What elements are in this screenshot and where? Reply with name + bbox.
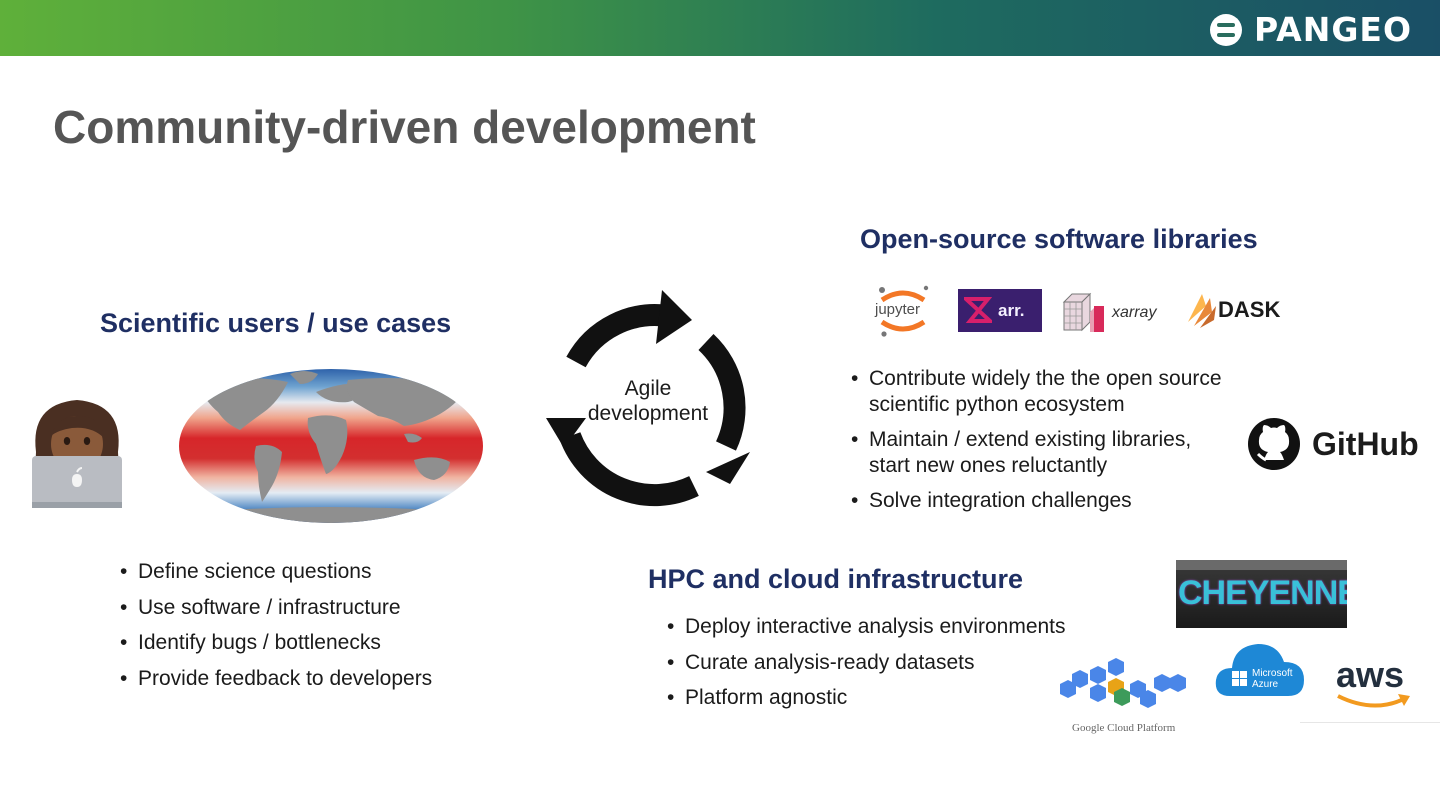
agile-label-line2: development (587, 402, 709, 425)
agile-cycle-arrows-icon (546, 290, 750, 507)
divider (1300, 722, 1440, 723)
infra-bullets: Deploy interactive analysis environments… (667, 609, 1066, 716)
ocean-temperature-map (179, 369, 483, 523)
brand-name: PANGEO (1254, 10, 1412, 49)
azure-text: Microsoft Azure (1252, 668, 1293, 690)
page-title: Community-driven development (53, 101, 756, 153)
azure-cloud-icon (1215, 644, 1304, 696)
xarray-logo: xarray (1060, 292, 1160, 334)
xarray-cubes-icon (1062, 292, 1104, 332)
list-item: Contribute widely the the open source sc… (851, 366, 1222, 418)
agile-label-line1: Agile (624, 377, 672, 400)
scientist-laptop-icon (32, 400, 122, 508)
azure-logo: Microsoft Azure (1214, 640, 1306, 700)
github-text: GitHub (1312, 426, 1419, 462)
aws-text: aws (1336, 654, 1405, 695)
list-item: Identify bugs / bottlenecks (120, 625, 432, 661)
list-item: Curate analysis-ready datasets (667, 645, 1066, 681)
dask-logo: DASK (1184, 290, 1284, 330)
aws-logo: aws (1330, 652, 1418, 718)
list-item-line: start new ones reluctantly (869, 454, 1108, 477)
users-heading: Scientific users / use cases (100, 308, 452, 338)
github-logo: GitHub (1246, 416, 1420, 474)
xarray-text: xarray (1112, 304, 1157, 321)
aws-smile-icon (1337, 694, 1410, 708)
github-octocat-icon (1248, 418, 1300, 470)
cheyenne-supercomputer-image: CHEYENNE (1176, 560, 1347, 628)
header-bar (0, 0, 1440, 56)
list-item-line: Maintain / extend existing libraries, (869, 428, 1192, 451)
zarr-z-icon (964, 297, 992, 323)
zarr-text: arr. (998, 301, 1025, 320)
libraries-heading: Open-source software libraries (860, 224, 1258, 254)
gcp-text: Google Cloud Platform (1072, 722, 1176, 734)
azure-text-line1: Microsoft (1252, 668, 1293, 679)
list-item: Use software / infrastructure (120, 590, 432, 626)
list-item: Provide feedback to developers (120, 661, 432, 697)
cheyenne-text: CHEYENNE (1178, 574, 1347, 612)
list-item: Solve integration challenges (851, 488, 1222, 514)
jupyter-logo: jupyter (870, 282, 936, 338)
gcp-hexagons-icon (1060, 658, 1186, 708)
cheyenne-top-band (1176, 560, 1347, 570)
list-item: Platform agnostic (667, 680, 1066, 716)
azure-text-line2: Azure (1252, 679, 1279, 690)
list-item: Maintain / extend existing libraries, st… (851, 427, 1222, 479)
infra-heading: HPC and cloud infrastructure (648, 564, 1024, 594)
list-item-line: Solve integration challenges (869, 489, 1132, 512)
google-cloud-logo: Google Cloud Platform (1056, 656, 1192, 740)
jupyter-arcs-icon (879, 285, 929, 337)
jupyter-text: jupyter (875, 301, 921, 318)
list-item: Define science questions (120, 554, 432, 590)
agile-label: Agile development (580, 376, 716, 426)
list-item: Deploy interactive analysis environments (667, 609, 1066, 645)
libraries-bullets: Contribute widely the the open source sc… (851, 366, 1222, 514)
pangeo-logo-icon (1210, 13, 1242, 46)
list-item-line: scientific python ecosystem (869, 393, 1125, 416)
list-item-line: Contribute widely the the open source (869, 367, 1222, 390)
brand: PANGEO (1208, 10, 1412, 49)
zarr-logo: arr. (958, 289, 1042, 332)
users-bullets: Define science questions Use software / … (120, 554, 432, 696)
dask-text: DASK (1218, 297, 1281, 322)
dask-leaf-icon (1188, 294, 1216, 328)
